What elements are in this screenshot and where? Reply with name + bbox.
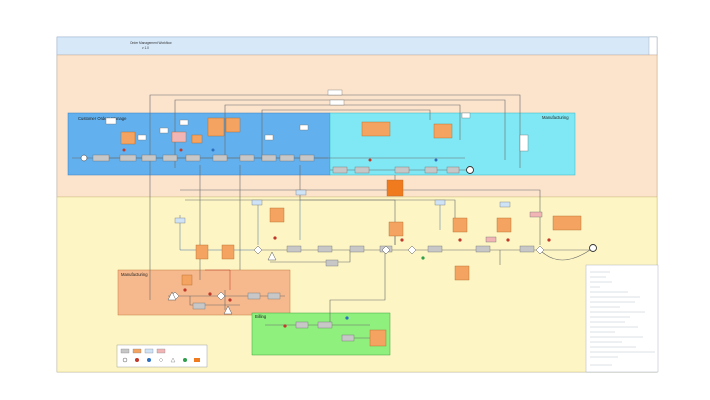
task-box: [317, 321, 333, 329]
task-box: [247, 292, 261, 300]
subpool-billing-title: Billing: [255, 314, 267, 319]
gateway: [381, 245, 391, 255]
task-box: [141, 154, 157, 162]
gateway: [216, 291, 226, 301]
tasks: [92, 134, 543, 342]
task-box: [279, 154, 295, 162]
note-card: [369, 329, 387, 347]
note-card: [195, 244, 209, 260]
end-event: [466, 166, 474, 174]
task-box: [299, 154, 315, 162]
note-card: [207, 117, 225, 137]
task-box: [446, 166, 460, 174]
task-box: [354, 166, 370, 174]
note-card: [181, 274, 193, 286]
pool-manufacturing-title: Manufacturing: [542, 115, 569, 120]
events: [80, 148, 597, 328]
header-title: Order Management Workflow: [130, 41, 172, 45]
task-box: [286, 245, 302, 253]
note-card: [433, 123, 453, 139]
task-box: [332, 166, 348, 174]
task-box: [92, 154, 110, 162]
task-box: [341, 334, 355, 342]
task-box: [162, 154, 178, 162]
task-box: [394, 166, 410, 174]
note-card: [388, 221, 404, 237]
task-box: [349, 245, 365, 253]
gateway: [535, 245, 545, 255]
start-event: [80, 154, 88, 162]
task-box: [475, 245, 491, 253]
task-box: [267, 292, 281, 300]
task-box: [239, 154, 255, 162]
task-box: [519, 245, 535, 253]
note-card: [452, 217, 468, 233]
header-side-box: [648, 36, 658, 56]
task-box: [119, 154, 137, 162]
note-card: [454, 265, 470, 281]
gateway-triangle: [223, 305, 233, 315]
note-card: [221, 244, 235, 260]
subpool-manufacturing-title: Manufacturing: [121, 272, 148, 277]
note-card: [171, 131, 187, 143]
header-subtitle: v 1.0: [142, 46, 149, 50]
task-box: [192, 302, 206, 310]
gateway: [407, 245, 417, 255]
task-box: [295, 321, 309, 329]
gateway: [253, 245, 263, 255]
task-box: [485, 236, 497, 243]
subpool-billing: [251, 312, 391, 356]
note-card: [361, 121, 391, 137]
task-box: [424, 166, 438, 174]
task-box: [317, 245, 333, 253]
gateway-triangle: [167, 291, 177, 301]
task-box: [529, 211, 543, 218]
task-box: [261, 154, 277, 162]
annotation-boxes-top: [105, 89, 511, 224]
end-event: [589, 244, 597, 252]
task-box: [185, 154, 201, 162]
gateways: [167, 245, 545, 315]
note-card: [225, 117, 241, 133]
note-card-accent: [386, 179, 404, 197]
task-box: [427, 245, 443, 253]
gateway-triangle: [267, 251, 277, 261]
task-box: [519, 134, 529, 152]
note-card: [496, 217, 512, 233]
note-card: [552, 215, 582, 231]
note-card: [269, 207, 285, 223]
note-card: [120, 131, 136, 145]
task-box: [212, 154, 228, 162]
note-card: [191, 134, 203, 144]
note-cards: [120, 117, 582, 347]
task-box: [325, 259, 339, 267]
notes-panel: [585, 264, 659, 373]
pool-customer-orders-title: Customer Orders Manage: [78, 116, 127, 121]
legend: [116, 344, 208, 368]
